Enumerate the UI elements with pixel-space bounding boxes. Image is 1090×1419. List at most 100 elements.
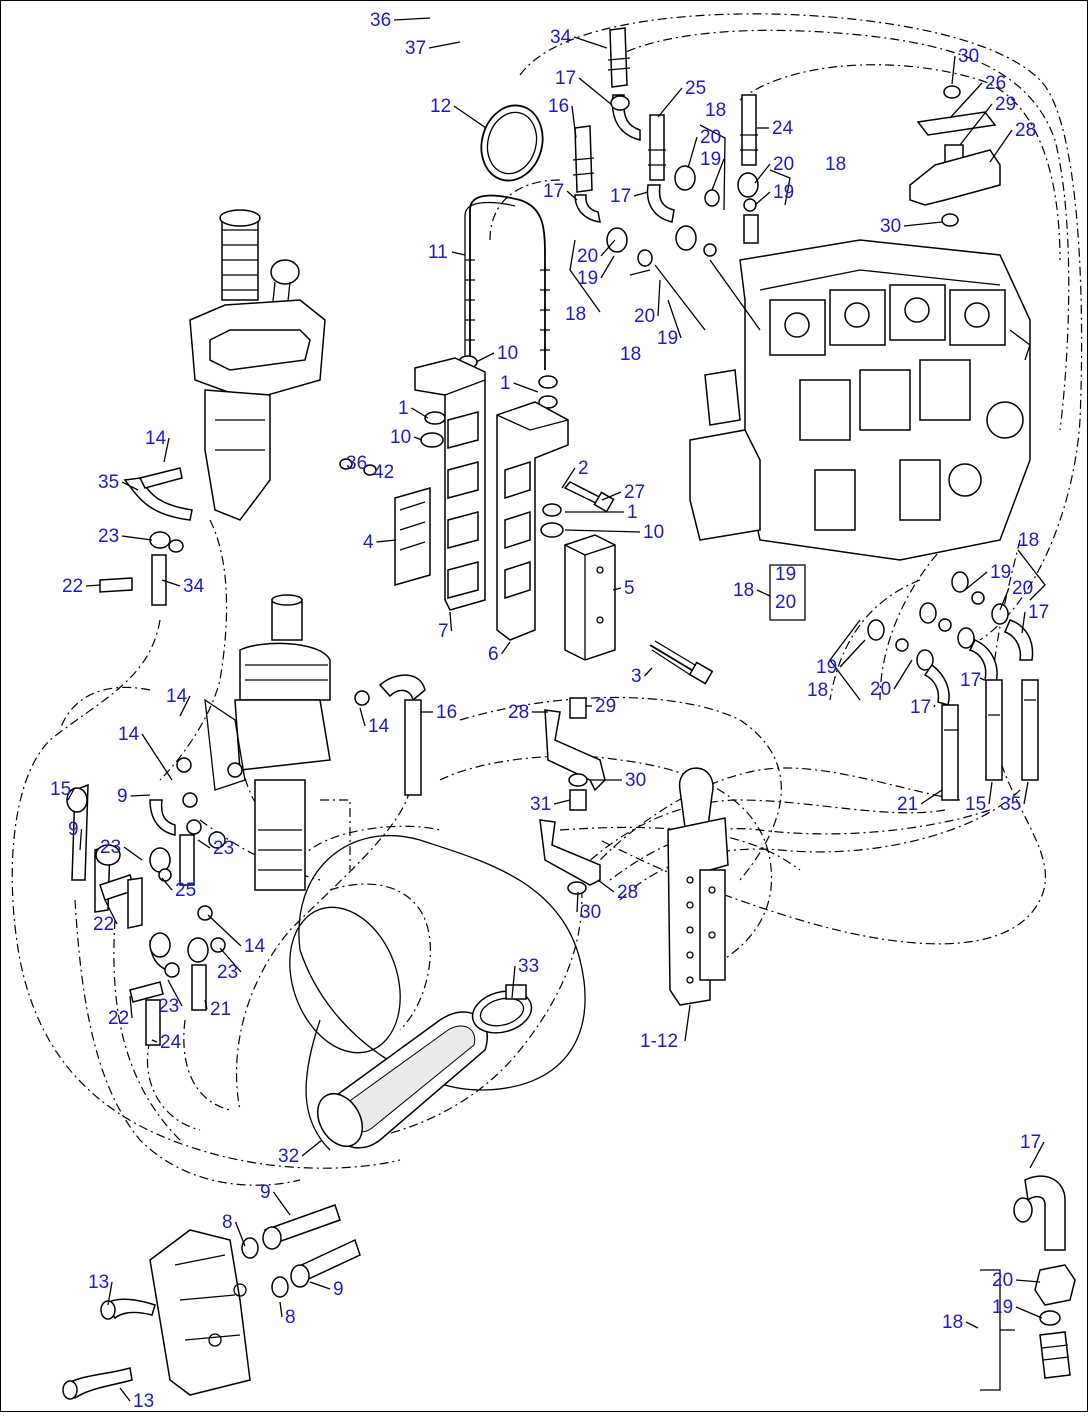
leader-line xyxy=(104,899,118,925)
leader-line xyxy=(578,77,613,106)
callout-label: 23 xyxy=(98,526,119,547)
leader-line xyxy=(561,467,576,489)
leader-line xyxy=(571,105,577,139)
brackets-top-right xyxy=(909,85,1001,227)
leader-line xyxy=(756,589,771,597)
callout-label: 14 xyxy=(368,716,390,737)
callout-label: 16 xyxy=(548,96,569,117)
clamp-block-4 xyxy=(394,487,431,586)
mounting-bracket-7 xyxy=(414,357,486,611)
callout-label: 27 xyxy=(624,482,645,503)
callout-label: 9 xyxy=(260,1182,271,1203)
callout-label: 17 xyxy=(960,670,981,691)
leader-line xyxy=(179,695,191,717)
callout-label: 22 xyxy=(62,576,83,597)
callout-label: 23 xyxy=(158,996,179,1017)
callout-label: 23 xyxy=(213,838,234,859)
callout-label: 19 xyxy=(775,564,796,585)
leader-line xyxy=(500,641,511,655)
callout-label: 14 xyxy=(118,724,140,745)
leader-line xyxy=(601,491,622,501)
callout-label: 3 xyxy=(631,666,642,687)
callout-label: 18 xyxy=(733,580,754,601)
leader-line xyxy=(67,788,75,801)
leader-line xyxy=(163,437,170,463)
leader-line xyxy=(933,704,936,708)
leader-line xyxy=(234,1221,246,1247)
leader-line xyxy=(949,82,983,119)
callout-label: 19 xyxy=(992,1297,1013,1318)
leader-line xyxy=(711,158,725,191)
leader-line xyxy=(449,611,453,632)
callout-label: 20 xyxy=(870,679,891,700)
callout-label: 9 xyxy=(333,1279,344,1300)
pilot-valve-left-middle xyxy=(204,594,351,891)
callout-label: 9 xyxy=(117,786,128,807)
control-cable-loop xyxy=(464,194,550,370)
pilot-valve-left-upper xyxy=(189,209,326,521)
callout-label: 22 xyxy=(93,914,114,935)
leader-line xyxy=(451,251,466,256)
leader-line xyxy=(79,828,83,851)
callout-label: 17 xyxy=(1028,602,1049,623)
leader-line xyxy=(359,707,366,727)
leader-line xyxy=(644,667,653,677)
callout-label: 21 xyxy=(897,794,918,815)
callout-label: 13 xyxy=(133,1391,154,1412)
leader-line xyxy=(219,947,242,973)
leader-line xyxy=(121,535,153,541)
callout-label: 30 xyxy=(958,46,979,67)
bolt-3 xyxy=(649,640,714,685)
callout-label: 20 xyxy=(775,592,796,613)
callout-label: 26 xyxy=(985,73,1006,94)
leader-line xyxy=(999,587,1010,611)
leader-line xyxy=(85,584,101,587)
leader-line xyxy=(667,299,682,339)
callout-label: 19 xyxy=(700,149,721,170)
leader-line xyxy=(272,1191,291,1216)
leader-line xyxy=(893,659,913,690)
callout-label: 19 xyxy=(577,268,598,289)
callout-label: 13 xyxy=(88,1272,109,1293)
clamp-band xyxy=(471,984,533,1034)
bracket-assembly-1-12 xyxy=(667,767,729,1006)
leader-line xyxy=(903,221,943,227)
leader-line xyxy=(754,163,771,184)
callout-label: 19 xyxy=(816,657,837,678)
callout-label: 25 xyxy=(685,78,706,99)
leader-line xyxy=(1015,1306,1043,1319)
leader-line xyxy=(597,879,615,893)
leader-line xyxy=(204,999,208,1010)
callout-label: 17 xyxy=(555,68,576,89)
callout-label: 4 xyxy=(363,532,374,553)
leader-line xyxy=(684,1004,691,1042)
leader-line xyxy=(951,55,956,85)
callout-label: 1 xyxy=(627,502,638,523)
callout-label: 28 xyxy=(1015,120,1036,141)
callout-label: 8 xyxy=(222,1212,233,1233)
leader-line xyxy=(600,239,616,257)
callout-label: 19 xyxy=(990,562,1011,583)
leader-line xyxy=(393,17,431,21)
callout-label: 35 xyxy=(1000,794,1021,815)
callout-label: 14 xyxy=(244,936,266,957)
leader-line xyxy=(573,36,608,49)
callout-label: 19 xyxy=(773,182,794,203)
callout-label: 29 xyxy=(595,696,616,717)
callout-label: 10 xyxy=(497,343,518,364)
leader-line xyxy=(119,1387,131,1402)
callout-label: 20 xyxy=(700,127,721,148)
fittings-left xyxy=(66,467,243,1046)
callout-label: 36 xyxy=(370,10,391,31)
callout-label: 8 xyxy=(285,1307,296,1328)
fittings-right-lower xyxy=(867,571,1039,801)
callout-label: 30 xyxy=(880,216,901,237)
leader-line xyxy=(920,789,943,805)
callout-label: 20 xyxy=(773,154,794,175)
leader-line xyxy=(513,382,539,393)
callout-label: 23 xyxy=(217,962,238,983)
callout-label: 35 xyxy=(98,472,119,493)
callout-label: 5 xyxy=(624,578,635,599)
